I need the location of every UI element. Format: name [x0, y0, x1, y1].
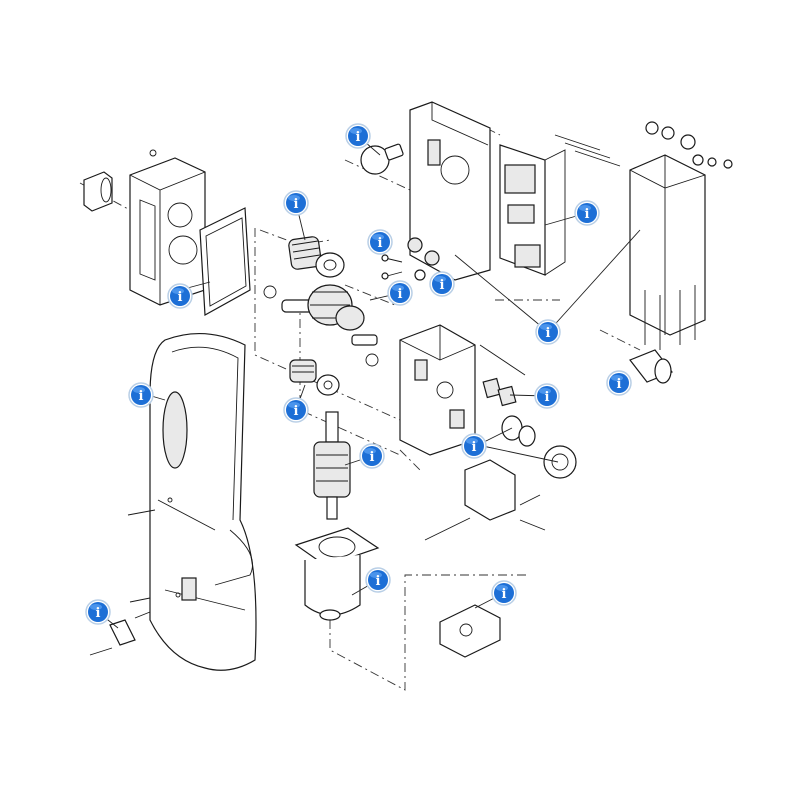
info-button-motor[interactable]: i — [365, 567, 391, 593]
info-icon-highlight — [434, 276, 446, 282]
info-button-release-key[interactable]: i — [85, 599, 111, 625]
cams — [501, 415, 577, 479]
motor-stator — [294, 527, 380, 621]
info-glyph: i — [376, 574, 381, 589]
info-glyph: i — [545, 390, 550, 405]
info-icon-highlight — [90, 604, 102, 610]
small-pinion — [289, 359, 340, 396]
upper-pinion-gear — [288, 236, 345, 278]
info-button-motor-rotor[interactable]: i — [359, 443, 385, 469]
info-button-cam-discs[interactable]: i — [461, 433, 487, 459]
gear-housing — [129, 149, 206, 306]
info-button-encoder[interactable]: i — [491, 580, 517, 606]
info-button-small-pinion[interactable]: i — [283, 397, 309, 423]
info-glyph: i — [502, 587, 507, 602]
info-button-control-board[interactable]: i — [574, 200, 600, 226]
info-icon-highlight — [579, 205, 591, 211]
info-glyph: i — [585, 207, 590, 222]
circuit-board — [499, 144, 566, 276]
info-button-lamp[interactable]: i — [345, 123, 371, 149]
back-plate — [407, 101, 491, 292]
info-glyph: i — [378, 236, 383, 251]
end-cap — [83, 171, 113, 212]
main-gear-shaft — [263, 284, 379, 367]
capacitor — [629, 349, 673, 384]
info-icon-highlight — [350, 128, 362, 134]
info-icon-highlight — [611, 375, 623, 381]
info-icon-highlight — [288, 195, 300, 201]
info-button-limit-switches[interactable]: i — [534, 383, 560, 409]
info-glyph: i — [356, 130, 361, 145]
info-icon-highlight — [496, 585, 508, 591]
info-button-capacitor[interactable]: i — [606, 370, 632, 396]
bulb — [360, 143, 404, 175]
info-button-front-gear-housing[interactable]: i — [167, 283, 193, 309]
info-icon-highlight — [539, 388, 551, 394]
gasket-plate — [199, 207, 251, 316]
key — [89, 509, 156, 656]
encoder-box — [439, 604, 501, 658]
rotor — [313, 411, 351, 520]
info-glyph: i — [617, 377, 622, 392]
info-glyph: i — [139, 389, 144, 404]
info-icon-highlight — [288, 402, 300, 408]
screws — [381, 254, 426, 281]
release-mechanism — [424, 459, 546, 541]
info-glyph: i — [472, 440, 477, 455]
info-glyph: i — [96, 606, 101, 621]
info-button-upper-pinion[interactable]: i — [283, 190, 309, 216]
spacer-rods — [554, 134, 621, 167]
info-button-cover-gasket[interactable]: i — [387, 280, 413, 306]
info-button-screw-set[interactable]: i — [367, 229, 393, 255]
info-button-bushing-set[interactable]: i — [429, 271, 455, 297]
info-icon-highlight — [372, 234, 384, 240]
info-glyph: i — [398, 287, 403, 302]
info-button-main-gear[interactable]: i — [535, 319, 561, 345]
microswitches — [482, 377, 517, 407]
info-glyph: i — [370, 450, 375, 465]
info-button-cover[interactable]: i — [128, 382, 154, 408]
frame-bracket — [554, 121, 733, 350]
info-glyph: i — [546, 326, 551, 341]
info-icon-highlight — [466, 438, 478, 444]
info-icon-highlight — [540, 324, 552, 330]
info-glyph: i — [178, 290, 183, 305]
info-glyph: i — [294, 197, 299, 212]
info-glyph: i — [294, 404, 299, 419]
info-glyph: i — [440, 278, 445, 293]
info-icon-highlight — [392, 285, 404, 291]
info-hotspots: i i i i i i i i i i i i i i i i i — [85, 123, 632, 625]
info-icon-highlight — [133, 387, 145, 393]
outer-cover — [149, 333, 257, 671]
info-icon-highlight — [364, 448, 376, 454]
info-icon-highlight — [172, 288, 184, 294]
info-icon-highlight — [370, 572, 382, 578]
